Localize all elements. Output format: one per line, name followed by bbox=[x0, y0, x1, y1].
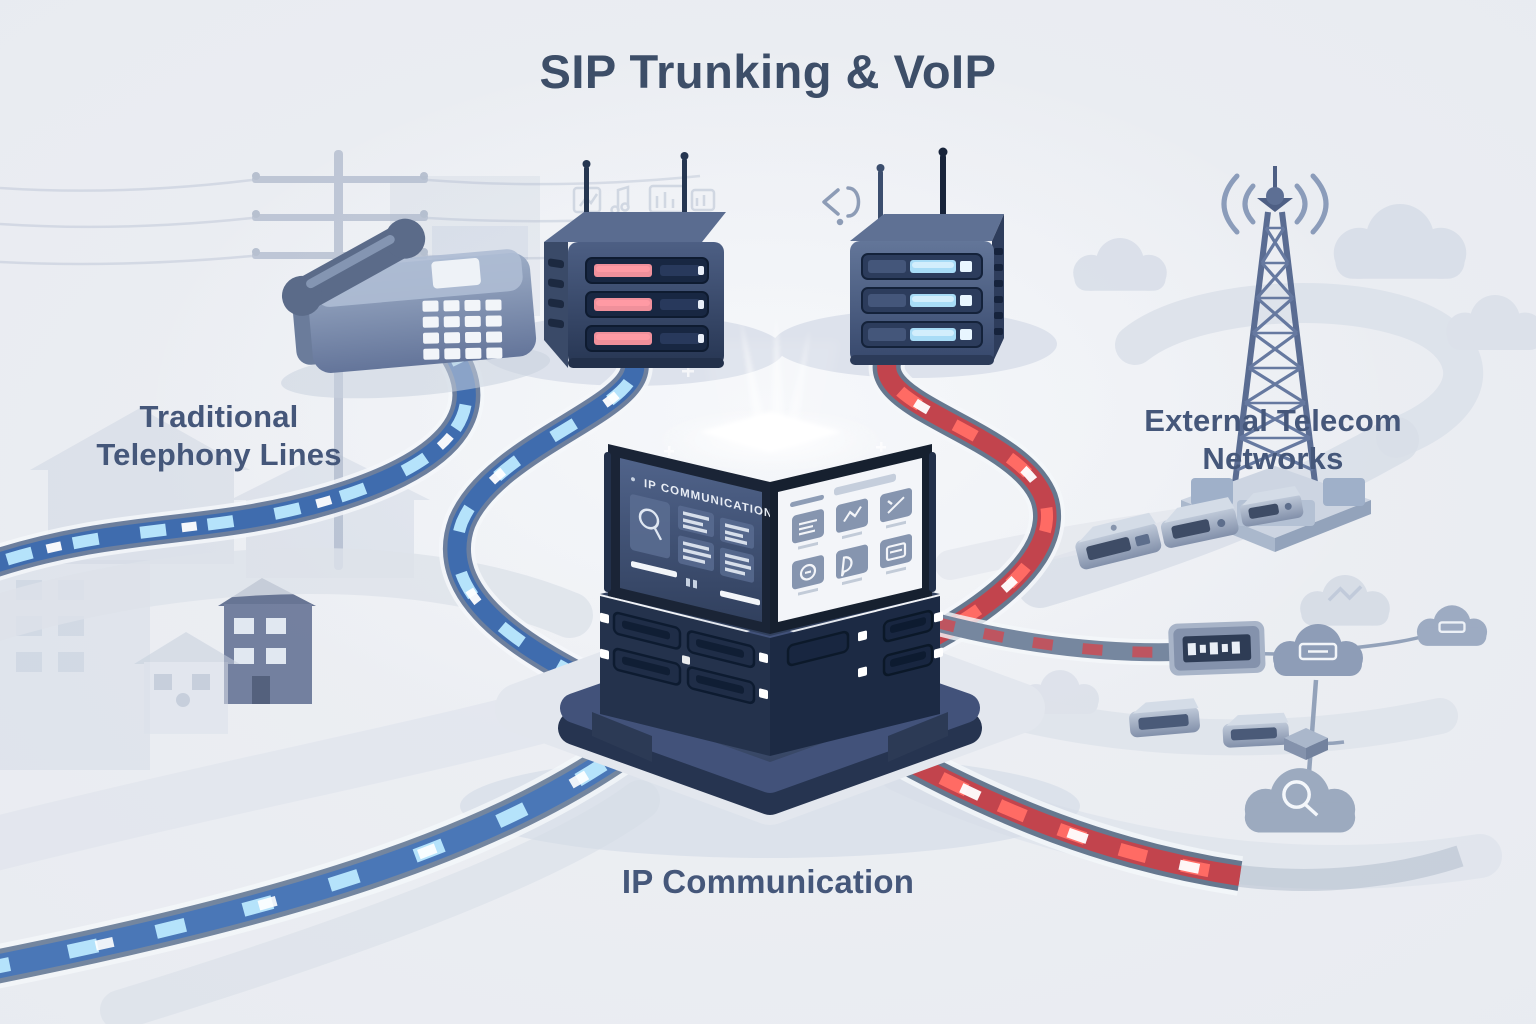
drive-bays-left bbox=[600, 611, 768, 705]
digital-display-device bbox=[1168, 620, 1266, 676]
phone-display bbox=[431, 258, 481, 289]
gateway-device-1 bbox=[1075, 512, 1162, 570]
label-traditional-telephony: Traditional Telephony Lines bbox=[96, 399, 342, 472]
blue-data-stream-sweep bbox=[0, 733, 635, 989]
cloud-server-icon bbox=[1273, 624, 1363, 676]
drive-bays-right bbox=[786, 609, 943, 678]
search-cloud-icon bbox=[1244, 768, 1356, 833]
antenna bbox=[940, 154, 946, 224]
server-screen-left: IP COMMUNICATION bbox=[604, 444, 773, 634]
radio-waves-icon bbox=[1221, 173, 1329, 235]
gateway-device-2 bbox=[1160, 497, 1239, 548]
ghost-media-icons bbox=[572, 184, 716, 215]
blue-data-stream-phone bbox=[0, 331, 485, 581]
voip-server-right bbox=[822, 147, 1004, 365]
server-screen-right bbox=[770, 444, 936, 634]
antenna bbox=[682, 158, 687, 222]
voip-server-left bbox=[544, 152, 726, 368]
label-ip-communication: IP Communication bbox=[621, 863, 915, 900]
relay-box-1 bbox=[1129, 698, 1200, 738]
antenna bbox=[584, 166, 589, 222]
relay-box-2 bbox=[1222, 712, 1290, 748]
server-base bbox=[600, 556, 943, 756]
antenna bbox=[878, 170, 883, 222]
search-icon bbox=[638, 508, 663, 541]
phone-handset bbox=[281, 218, 426, 316]
diagram-title: SIP Trunking & VoIP bbox=[539, 45, 997, 98]
code-brackets-icon bbox=[822, 186, 861, 226]
red-data-stream-chain bbox=[931, 609, 1179, 666]
phone-keypad bbox=[422, 299, 503, 360]
label-external-networks: External Telecom Networks bbox=[1144, 403, 1402, 476]
server-bays-blue bbox=[861, 253, 983, 348]
server-bays-red bbox=[585, 257, 709, 352]
central-ip-server: IP COMMUNICATION bbox=[495, 406, 1045, 825]
desk-phone bbox=[281, 218, 551, 399]
gateway-device-3 bbox=[1239, 485, 1304, 527]
clouds-background bbox=[1021, 204, 1536, 714]
red-data-stream-server bbox=[868, 324, 1065, 671]
red-data-stream-exit bbox=[875, 730, 1464, 896]
cloud-small-icon bbox=[1416, 605, 1488, 646]
hub-box bbox=[1284, 728, 1328, 760]
app-grid bbox=[790, 473, 912, 596]
blue-data-stream-server bbox=[438, 325, 656, 725]
glowing-top bbox=[700, 412, 842, 452]
